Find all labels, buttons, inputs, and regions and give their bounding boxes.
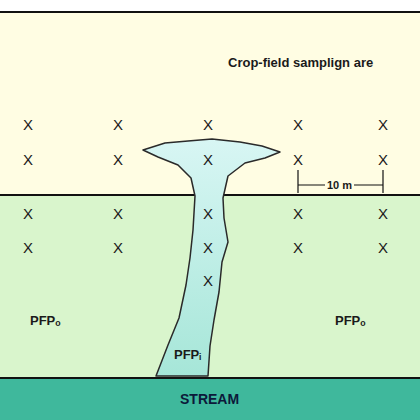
- sample-point: X: [203, 273, 213, 290]
- dimension-label: 10 m: [325, 179, 354, 191]
- stream-band: STREAM: [0, 379, 420, 420]
- sample-point: X: [378, 206, 388, 223]
- sample-point: X: [23, 117, 33, 134]
- sample-point: X: [293, 240, 303, 257]
- zone-label: PFPᵢ: [174, 348, 201, 362]
- dimension-tick: [382, 170, 383, 193]
- sample-point: X: [23, 206, 33, 223]
- dimension-tick: [297, 170, 298, 193]
- sample-point: X: [203, 206, 213, 223]
- sample-point: X: [203, 117, 213, 134]
- sample-point: X: [23, 152, 33, 169]
- sample-point: X: [293, 117, 303, 134]
- sample-point: X: [378, 152, 388, 169]
- sample-point: X: [293, 152, 303, 169]
- zone-label: PFPₒ: [30, 314, 61, 328]
- sample-point: X: [113, 117, 123, 134]
- zone-label: PFPₒ: [335, 314, 366, 328]
- sample-point: X: [293, 206, 303, 223]
- sample-point: X: [203, 240, 213, 257]
- crop-field-band: [0, 12, 420, 195]
- sample-point: X: [378, 117, 388, 134]
- sample-point: X: [23, 240, 33, 257]
- sample-point: X: [203, 152, 213, 169]
- boundary-line: [0, 11, 420, 13]
- stream-label: STREAM: [180, 392, 239, 407]
- sample-point: X: [378, 240, 388, 257]
- sample-point: X: [113, 152, 123, 169]
- gully-shape: [143, 139, 280, 376]
- sample-point: X: [113, 240, 123, 257]
- area-title: Crop-field samplign are: [228, 56, 373, 70]
- sample-point: X: [113, 206, 123, 223]
- top-margin: [0, 0, 420, 12]
